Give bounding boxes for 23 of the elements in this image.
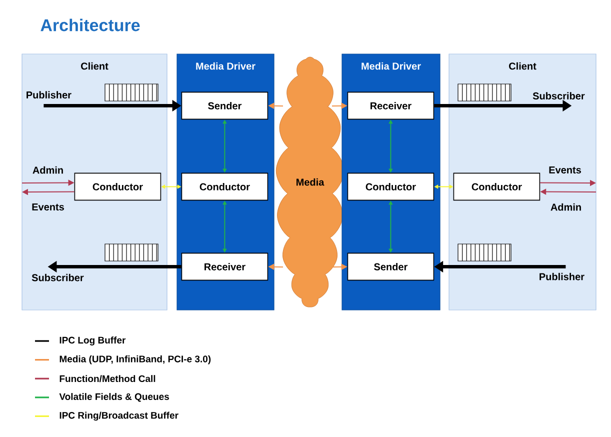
legend-text: IPC Ring/Broadcast Buffer bbox=[60, 412, 178, 421]
edge-label: Admin bbox=[32, 166, 63, 174]
media-cloud: Media bbox=[276, 56, 344, 308]
component-box: Receiver bbox=[181, 252, 268, 281]
legend-text: Volatile Fields & Queues bbox=[59, 393, 169, 402]
endpoint-label: Publisher bbox=[26, 91, 72, 98]
edge-label: Events bbox=[549, 166, 581, 174]
endpoint-label: Subscriber bbox=[32, 274, 84, 282]
component-box: Conductor bbox=[347, 172, 434, 201]
edge-label: Admin bbox=[550, 203, 581, 211]
endpoint-label: Subscriber bbox=[532, 92, 585, 100]
endpoint-label: Publisher bbox=[540, 272, 584, 280]
title: Architecture bbox=[40, 18, 140, 32]
legend-text: IPC Log Buffer bbox=[60, 336, 126, 346]
edge-label: Events bbox=[32, 204, 64, 210]
component-box: Sender bbox=[347, 252, 434, 281]
component-box: Conductor bbox=[74, 172, 162, 201]
component-box: Conductor bbox=[453, 172, 540, 201]
component-box: Conductor bbox=[181, 172, 268, 201]
legend-text: Function/Method Call bbox=[60, 375, 156, 382]
component-box: Sender bbox=[181, 92, 268, 120]
legend-text: Media (UDP, InfiniBand, PCI-e 3.0) bbox=[60, 355, 211, 364]
component-box: Receiver bbox=[347, 92, 434, 120]
